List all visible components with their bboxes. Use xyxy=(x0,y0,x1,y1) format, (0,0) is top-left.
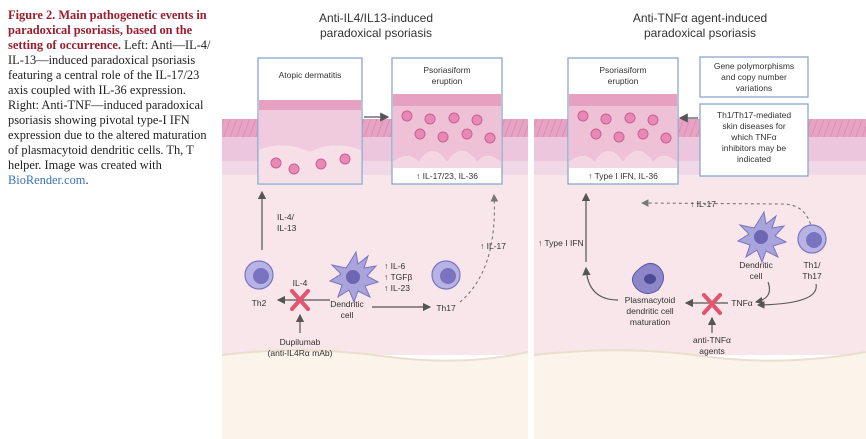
pdc-to-ifn-arrow xyxy=(582,266,619,301)
gene-label-1: Gene polymorphisms xyxy=(714,61,794,71)
atopic-inflammatory-cells xyxy=(270,153,351,175)
pdc-label-1: Plasmacytoid xyxy=(625,295,676,305)
left-psoriasiform-cells xyxy=(401,110,496,144)
right-hypodermis xyxy=(534,350,866,439)
th-box-label-1: Th1/Th17-mediated xyxy=(717,110,791,120)
left-dermis xyxy=(222,175,528,355)
right-dendritic-label-1: Dendritic xyxy=(739,260,773,270)
th2-cell xyxy=(244,260,274,290)
right-psoriasiform-cells xyxy=(577,110,672,144)
left-title-line2: paradoxical psoriasis xyxy=(320,26,432,40)
th-to-tnfa-arrow xyxy=(756,283,817,309)
right-panel: Anti-TNFα agent-induced paradoxical psor… xyxy=(533,0,866,439)
th1-th17-label-2: Th17 xyxy=(802,271,822,281)
tnfa-label: TNFα xyxy=(731,298,753,308)
th17-cell-left xyxy=(431,260,461,290)
left-il17-label: ↑ IL-17 xyxy=(480,241,506,251)
th1-th17-label-1: Th1/ xyxy=(803,260,821,270)
left-psoriasiform-label-1: Psoriasiform xyxy=(423,65,470,75)
biorender-link[interactable]: BioRender.com xyxy=(8,173,86,187)
right-dendritic-label-2: cell xyxy=(750,271,763,281)
th-box-label-4: inhibitors may be xyxy=(722,143,787,153)
il4-il13-label-2: IL-13 xyxy=(277,223,297,233)
left-psoriasiform-label-2: eruption xyxy=(432,76,463,86)
left-hypodermis xyxy=(222,350,528,439)
caption-body: Left: Anti—IL-4/ IL-13—induced paradoxic… xyxy=(8,38,211,172)
atopic-dermatitis-label: Atopic dermatitis xyxy=(279,70,342,80)
dupilumab-label-1: Dupilumab xyxy=(280,337,321,347)
anti-tnfa-inhibition-mark xyxy=(702,293,722,315)
left-psoriasiform-box: Psoriasiform eruption ↑ IL-17/23, IL-36 xyxy=(391,57,503,185)
th-box-label-2: skin diseases for xyxy=(722,121,785,131)
cytokine-il23: ↑ IL-23 xyxy=(384,283,410,293)
left-dendritic-cell xyxy=(328,250,380,304)
figure-caption: Figure 2. Main pathogenetic events in pa… xyxy=(8,8,216,188)
atopic-dermatitis-box: Atopic dermatitis xyxy=(257,57,363,185)
dupilumab-label-2: (anti-IL4Rα mAb) xyxy=(268,348,333,358)
th1-th17-diseases-box: Th1/Th17-mediated skin diseases for whic… xyxy=(699,103,809,177)
caption-title: Figure 2. Main pathogenetic events in pa… xyxy=(8,8,207,52)
right-psoriasiform-label-1: Psoriasiform xyxy=(599,65,646,75)
figure-svg: Anti-IL4/IL13-induced paradoxical psoria… xyxy=(222,0,866,439)
dupilumab-inhibition-mark xyxy=(290,289,310,311)
anti-tnfa-label-2: agents xyxy=(699,346,725,356)
th1-th17-cell xyxy=(797,224,827,254)
left-title-line1: Anti-IL4/IL13-induced xyxy=(319,11,433,25)
gene-label-3: variations xyxy=(736,83,772,93)
th-box-label-5: indicated xyxy=(737,154,771,164)
anti-tnfa-label-1: anti-TNFα xyxy=(693,335,731,345)
th-box-label-3: which TNFα xyxy=(730,132,776,142)
right-psoriasiform-box: Psoriasiform eruption ↑ Type I IFN, IL-3… xyxy=(567,57,679,185)
plasmacytoid-dendritic-cell xyxy=(632,263,664,294)
left-panel: Anti-IL4/IL13-induced paradoxical psoria… xyxy=(222,0,529,439)
cytokine-il6: ↑ IL-6 xyxy=(384,261,406,271)
pdc-label-3: maturation xyxy=(630,317,670,327)
gene-polymorphisms-box: Gene polymorphisms and copy number varia… xyxy=(699,56,809,98)
figure-illustration: Anti-IL4/IL13-induced paradoxical psoria… xyxy=(222,0,866,439)
il4-label: IL-4 xyxy=(293,278,308,288)
left-dendritic-label-1: Dendritic xyxy=(330,299,364,309)
th17-label-left: Th17 xyxy=(436,303,456,313)
left-dendritic-label-2: cell xyxy=(341,310,354,320)
right-psoriasiform-caption: ↑ Type I IFN, IL-36 xyxy=(588,171,658,181)
gene-label-2: and copy number xyxy=(721,72,787,82)
type1ifn-label: ↑ Type I IFN xyxy=(538,238,584,248)
th2-label: Th2 xyxy=(252,298,267,308)
cytokine-tgfb: ↑ TGFβ xyxy=(384,272,412,282)
right-dendritic-cell xyxy=(736,210,788,264)
right-il17-label: ↑ IL-17 xyxy=(690,199,716,209)
left-psoriasiform-caption: ↑ IL-17/23, IL-36 xyxy=(416,171,478,181)
caption-end: . xyxy=(85,173,89,187)
right-psoriasiform-label-2: eruption xyxy=(608,76,639,86)
right-title-line2: paradoxical psoriasis xyxy=(644,26,756,40)
pdc-label-2: dendritic cell xyxy=(626,306,673,316)
il4-il13-label-1: IL-4/ xyxy=(277,212,295,222)
right-dermis xyxy=(534,175,866,355)
right-title-line1: Anti-TNFα agent-induced xyxy=(633,11,767,25)
right-il17-dashed-arrow xyxy=(640,199,813,231)
